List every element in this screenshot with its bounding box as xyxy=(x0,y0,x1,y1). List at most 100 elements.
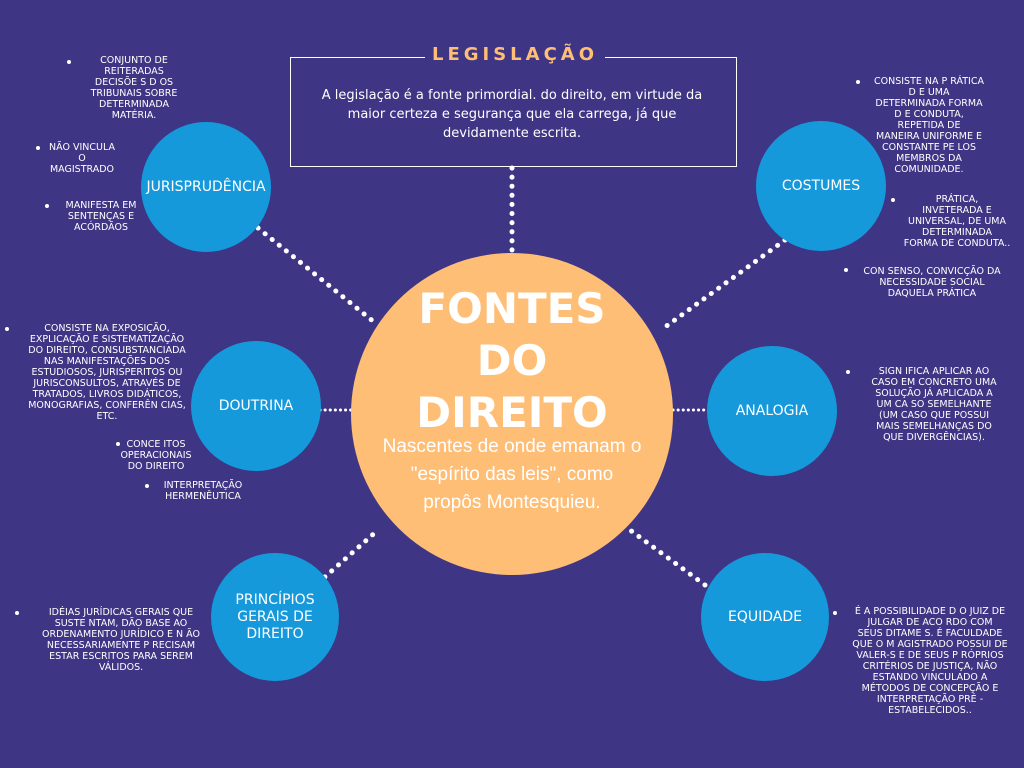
note-line: OPERACIONAIS xyxy=(120,450,192,461)
node-principios: PRINCÍPIOS GERAIS DE DIREITO xyxy=(211,553,339,681)
bullet xyxy=(67,60,71,64)
connector-jurisprudencia xyxy=(255,225,377,325)
node-label: DOUTRINA xyxy=(218,397,294,414)
note-line: UM CA SO SEMELHANTE xyxy=(876,399,992,410)
note-line: ETC. xyxy=(96,411,118,422)
note-line: É A POSSIBILIDADE D O JUIZ DE xyxy=(854,606,1006,617)
bullet xyxy=(833,611,837,615)
note-line: ACÓRDÃOS xyxy=(73,222,129,233)
node-equidade: EQUIDADE xyxy=(701,553,829,681)
bullet xyxy=(45,204,49,208)
center-subtitle: Nascentes de onde emanam o "espírito das… xyxy=(359,433,665,517)
node-label-line: DIREITO xyxy=(246,625,304,642)
note-line: TRIBUNAIS SOBRE xyxy=(90,88,178,99)
note-line: CONCE ITOS xyxy=(126,439,186,450)
center-title-line: DIREITO xyxy=(416,388,608,437)
legislacao-text: A legislação é a fonte primordial. do di… xyxy=(321,88,703,141)
note-line: JURISCONSULTOS, ATRAVÉS DE xyxy=(33,378,181,389)
note-line: MAGISTRADO xyxy=(49,164,115,175)
center-title-line: FONTES xyxy=(418,284,606,333)
bullet xyxy=(15,611,19,615)
note-line: VALER-S E DE SEUS P RÓPRIOS xyxy=(856,650,1004,661)
note-line: DO DIREITO, CONSUBSTANCIADA xyxy=(28,345,186,356)
node-label: PRINCÍPIOS GERAIS DE DIREITO xyxy=(235,592,314,643)
note-line: SIGN IFICA APLICAR AO xyxy=(878,366,990,377)
note-line: INTERPRETAÇÃO xyxy=(163,480,243,491)
node-label: ANALOGIA xyxy=(735,402,809,419)
bullet xyxy=(891,198,895,202)
note-line: NECESSARIAMENTE P RECISAM xyxy=(46,640,196,651)
note-line: MAIS SEMELHANÇAS DO xyxy=(876,421,992,432)
bullet xyxy=(5,327,9,331)
center-title-line: DO xyxy=(476,336,548,385)
bullet xyxy=(36,146,40,150)
center-subtitle-line: "espírito das leis", como xyxy=(410,464,614,485)
note-line: CONSTANTE PE LOS xyxy=(882,142,976,153)
note-line: SENTENÇAS E xyxy=(67,211,135,222)
center-title: FONTES DO DIREITO xyxy=(351,283,673,439)
note-line: MATÉRIA. xyxy=(111,110,157,121)
bullet xyxy=(844,268,848,272)
note-line: ESTANDO VINCULADO A xyxy=(872,672,988,683)
note-line: DAQUELA PRÁTICA xyxy=(887,288,977,299)
note-line: FORMA DE CONDUTA.. xyxy=(903,238,1011,249)
connector-equidade xyxy=(627,527,708,588)
note-line: CONSISTE NA P RÁTICA xyxy=(874,76,984,87)
note-line: (UM CASO QUE POSSUI xyxy=(878,410,989,421)
note-line: NAS MANIFESTAÇÕES DOS xyxy=(43,356,171,367)
note-line: REPETIDA DE xyxy=(897,120,961,131)
node-costumes: COSTUMES xyxy=(756,121,886,251)
note-line: SEUS DITAME S. É FACULDADE xyxy=(857,628,1003,639)
connector-costumes xyxy=(658,237,788,333)
node-jurisprudencia: JURISPRUDÊNCIA xyxy=(141,122,271,252)
node-label-line: GERAIS DE xyxy=(237,608,313,625)
note-line: CON SENSO, CONVICÇÃO DA xyxy=(863,266,1001,277)
note-line: CONSISTE NA EXPOSIÇÃO, xyxy=(44,323,170,334)
note-line: QUE DIVERGÊNCIAS). xyxy=(883,432,985,443)
bullet xyxy=(145,484,149,488)
note-line: IDÉIAS JURÍDICAS GERAIS QUE xyxy=(48,607,194,618)
note-line: INVETERADA E xyxy=(922,205,992,216)
center-subtitle-line: propôs Montesquieu. xyxy=(423,492,601,513)
node-label: COSTUMES xyxy=(781,177,861,194)
note-line: CRITÉRIOS DE JUSTIÇA, NÃO xyxy=(862,661,998,672)
note-line: PRÁTICA, xyxy=(935,194,979,205)
bullet xyxy=(846,370,850,374)
note-line: VÁLIDOS. xyxy=(98,662,144,673)
note-line: INTERPRETAÇÃO PRÉ - xyxy=(876,694,984,705)
note-line: QUE O M AGISTRADO POSSUI DE xyxy=(852,639,1008,650)
note-line: DETERMINADA xyxy=(99,99,169,110)
note-line: MÉTODOS DE CONCEPÇÃO E xyxy=(861,683,999,694)
note-line: NECESSIDADE SOCIAL xyxy=(879,277,985,288)
center-subtitle-line: Nascentes de onde emanam o xyxy=(382,436,642,457)
legislacao-title: LEGISLAÇÃO xyxy=(425,44,605,65)
note-line: DETERMINADA FORMA xyxy=(875,98,983,109)
note-line: MANEIRA UNIFORME E xyxy=(876,131,982,142)
node-analogia: ANALOGIA xyxy=(707,346,837,476)
connector-principios xyxy=(315,527,381,586)
node-label: JURISPRUDÊNCIA xyxy=(146,178,266,195)
note-line: MEMBROS DA xyxy=(896,153,962,164)
note-line: DO DIREITO xyxy=(127,461,185,472)
note-line: REITERADAS xyxy=(104,66,164,77)
node-doutrina: DOUTRINA xyxy=(191,341,321,471)
note-line: ORDENAMENTO JURÍDICO E N ÃO xyxy=(42,629,200,640)
note-line: HERMENÊUTICA xyxy=(165,491,241,502)
note-line: D E UMA xyxy=(908,87,950,98)
note-line: MONOGRAFIAS, CONFERÊN CIAS, xyxy=(28,400,186,411)
bullet xyxy=(116,442,120,446)
node-label: EQUIDADE xyxy=(728,608,802,625)
bullet xyxy=(856,80,860,84)
note-line: UNIVERSAL, DE UMA xyxy=(908,216,1006,227)
